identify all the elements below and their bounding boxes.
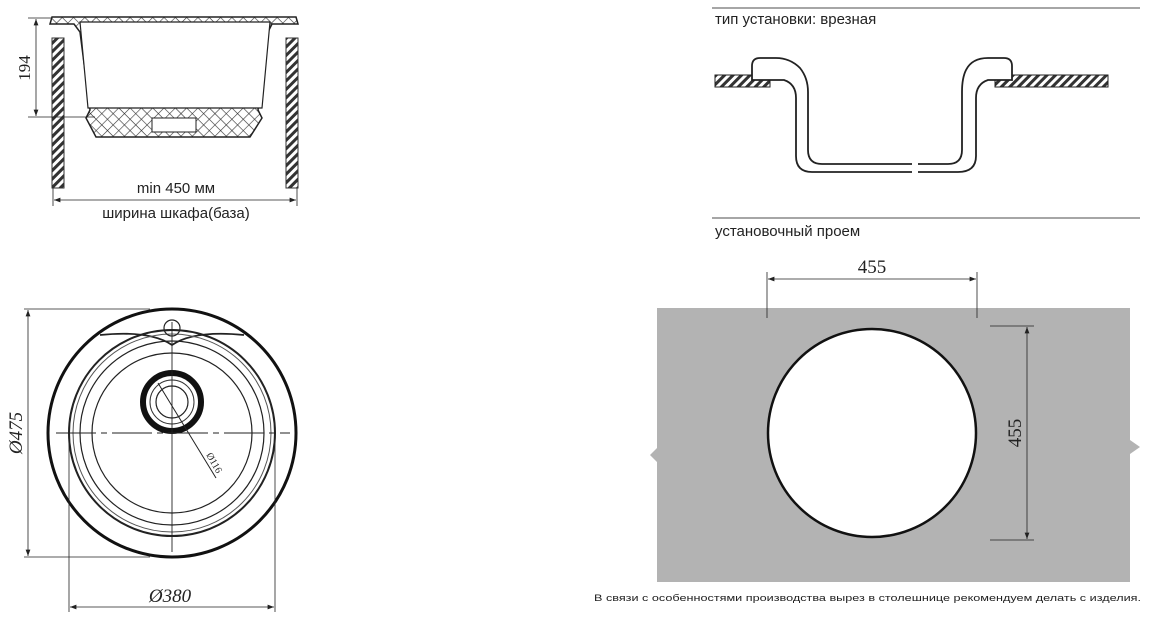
cutout-view: 455 455	[650, 257, 1140, 582]
opening-height: 455	[1005, 419, 1026, 448]
install-type: тип установки: врезная установочный прое…	[712, 7, 1140, 240]
height-dimension: 194	[15, 55, 34, 81]
sink-section-left	[751, 57, 912, 173]
cabinet-wall-left	[51, 37, 65, 189]
outer-diameter: Ø475	[6, 412, 27, 455]
cabinet-width-label: ширина шкафа(база)	[102, 205, 250, 222]
side-view: 194 min 450 мм ширина шкафа(база)	[15, 16, 299, 222]
cabinet-wall-right	[285, 37, 299, 189]
countertop-right	[994, 74, 1109, 88]
install-type-label: тип установки: врезная	[715, 11, 876, 28]
opening-label: установочный проем	[715, 223, 860, 240]
top-view: Ø116 Ø475 Ø380	[6, 307, 298, 612]
cutout-hole	[766, 327, 978, 539]
sink-outer-rim	[46, 307, 298, 559]
min-width-label: min 450 мм	[137, 180, 215, 197]
bowl-diameter: Ø380	[148, 586, 192, 607]
opening-width: 455	[858, 257, 887, 278]
production-note: В связи с особенностями производства выр…	[594, 593, 1141, 604]
sink-section-right	[918, 57, 1013, 173]
